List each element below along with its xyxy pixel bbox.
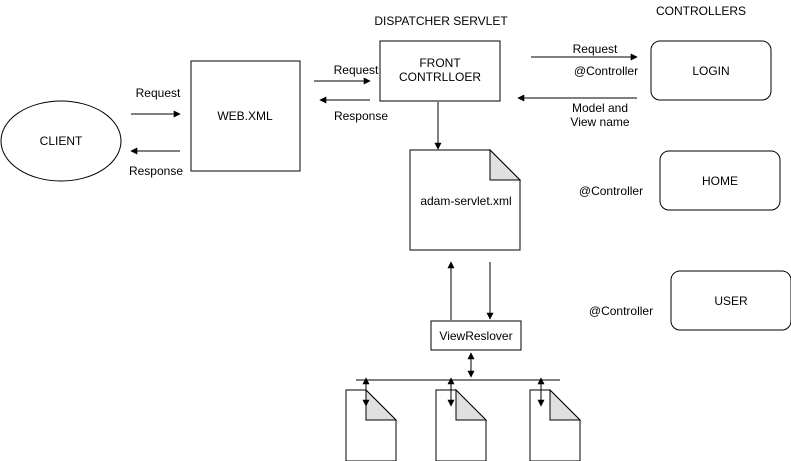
- controller-request-label: Request: [573, 42, 618, 56]
- home-label: HOME: [702, 174, 738, 188]
- web-response-label: Response: [334, 109, 388, 123]
- login-controller-node: [650, 40, 772, 101]
- model-view-label-line1: Model and: [572, 101, 628, 115]
- client-request-label: Request: [136, 86, 181, 100]
- client-label: CLIENT: [40, 134, 83, 148]
- home-controller-node: [659, 150, 781, 211]
- front-controller-label-line2: CONTRLLOER: [399, 70, 481, 84]
- model-view-label-line2: View name: [570, 115, 629, 129]
- web-xml-node: [190, 60, 301, 172]
- servlet-config-label: adam-servlet.xml: [420, 194, 511, 208]
- web-xml-label: WEB.XML: [217, 109, 273, 123]
- front-controller-label-line1: FRONT: [419, 56, 461, 70]
- user-controller-node: [670, 270, 791, 331]
- user-controller-annotation: @Controller: [589, 304, 653, 318]
- web-request-label: Request: [334, 63, 379, 77]
- view-resolver-label: ViewReslover: [439, 329, 512, 343]
- view-document-3-fold: [549, 388, 582, 421]
- client-response-label: Response: [129, 164, 183, 178]
- login-label: LOGIN: [692, 64, 729, 78]
- view-document-1-fold: [365, 388, 398, 421]
- servlet-config-fold: [489, 148, 522, 181]
- view-resolver-node: [430, 320, 522, 351]
- home-controller-annotation: @Controller: [579, 184, 643, 198]
- controllers-heading: CONTROLLERS: [656, 4, 746, 18]
- login-controller-annotation: @Controller: [574, 64, 638, 78]
- view-document-2-fold: [455, 388, 488, 421]
- dispatcher-servlet-heading: DISPATCHER SERVLET: [374, 14, 508, 28]
- user-label: USER: [714, 294, 748, 308]
- client-node: [0, 100, 122, 182]
- front-controller-node: [379, 40, 501, 102]
